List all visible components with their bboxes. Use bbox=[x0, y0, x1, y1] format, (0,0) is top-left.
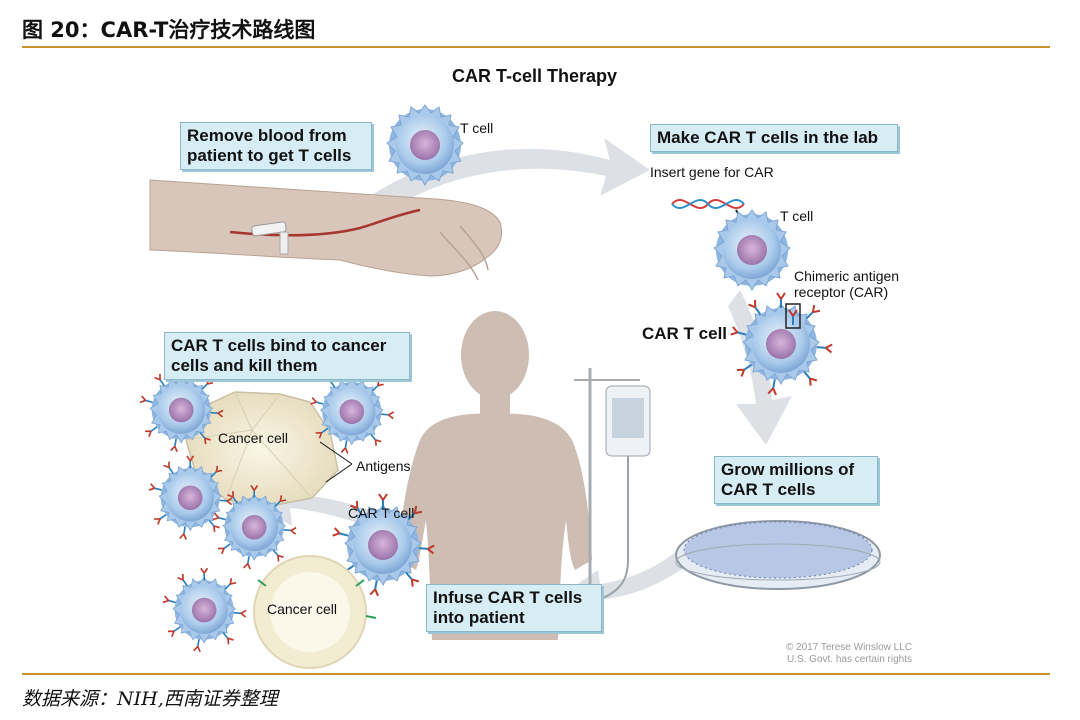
step-remove-blood: Remove blood from patient to get T cells bbox=[180, 122, 372, 170]
top-rule bbox=[22, 46, 1050, 48]
cancer-cell-small bbox=[253, 555, 377, 669]
step-bind-kill: CAR T cells bind to cancer cells and kil… bbox=[164, 332, 410, 380]
t-cell-blood bbox=[386, 104, 464, 186]
step-infuse: Infuse CAR T cells into patient bbox=[426, 584, 602, 632]
source-note: 数据来源：NIH,西南证券整理 bbox=[22, 688, 278, 710]
t-cell-lab bbox=[713, 209, 791, 291]
label-cancer-cell-small: Cancer cell bbox=[267, 601, 338, 617]
label-car-receptor: Chimeric antigen receptor (CAR) bbox=[794, 268, 900, 300]
label-car-t-cell-lab: CAR T cell bbox=[642, 324, 728, 343]
diagram-heading: CAR T-cell Therapy bbox=[452, 66, 618, 86]
label-car-t-cell-infused: CAR T cell bbox=[348, 505, 415, 521]
patient-silhouette bbox=[398, 311, 592, 640]
label-t-cell-blood: T cell bbox=[460, 120, 494, 136]
copyright-line-1: © 2017 Terese Winslow LLC bbox=[785, 642, 912, 653]
cancer-cell-large bbox=[185, 391, 339, 507]
car-receptor-callout bbox=[785, 303, 801, 329]
petri-dish bbox=[675, 520, 881, 590]
patient-arm bbox=[149, 179, 503, 281]
step-grow: Grow millions of CAR T cells bbox=[714, 456, 878, 504]
label-antigens: Antigens bbox=[356, 458, 411, 474]
iv-bag bbox=[559, 368, 651, 611]
bottom-rule bbox=[22, 673, 1050, 675]
copyright-notice: © 2017 Terese Winslow LLC U.S. Govt. has… bbox=[740, 642, 912, 666]
copyright-line-2: U.S. Govt. has certain rights bbox=[786, 654, 912, 665]
figure-title: 图 20：CAR-T治疗技术路线图 bbox=[22, 18, 316, 42]
label-cancer-cell-large: Cancer cell bbox=[218, 430, 289, 446]
step-make-car-t: Make CAR T cells in the lab bbox=[650, 124, 898, 152]
label-insert-gene: Insert gene for CAR bbox=[650, 164, 774, 180]
label-t-cell-lab: T cell bbox=[780, 208, 814, 224]
